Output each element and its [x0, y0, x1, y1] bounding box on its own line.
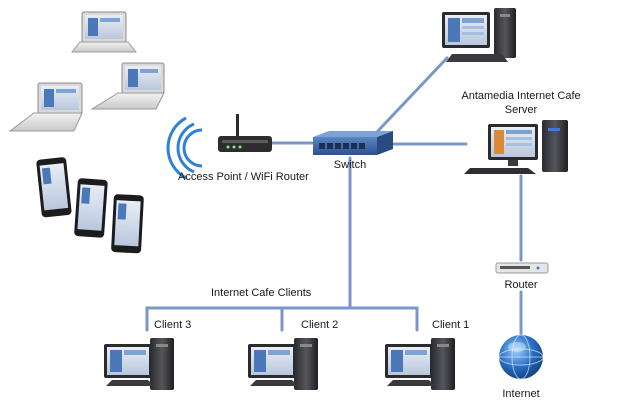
- laptop-icon: [8, 82, 83, 132]
- server-label-line1: Antamedia Internet Cafe: [461, 90, 580, 102]
- router-icon: [495, 262, 549, 274]
- client3-label: Client 3: [154, 319, 191, 331]
- router-label: Router: [504, 279, 537, 291]
- switch-label: Switch: [334, 159, 366, 171]
- laptop-icon: [70, 11, 138, 53]
- laptop-icon: [90, 62, 165, 110]
- tablet-icon: [74, 178, 108, 238]
- desktop-computer-icon: [104, 338, 174, 390]
- tablet-icon: [111, 194, 144, 254]
- link-switch-top-pc: [374, 56, 449, 135]
- connection-lines: [145, 56, 523, 337]
- desktop-computer-icon: [385, 338, 455, 390]
- globe-icon: [498, 334, 544, 380]
- server-computer-icon: [464, 120, 568, 174]
- server-label-line2: Server: [505, 104, 538, 116]
- network-switch-icon: [313, 131, 393, 155]
- desktop-computer-icon: [248, 338, 318, 390]
- desktop-computer-icon: [442, 8, 516, 62]
- tablet-icon: [36, 157, 72, 218]
- clients-group-label: Internet Cafe Clients: [211, 287, 312, 299]
- client1-label: Client 1: [432, 319, 469, 331]
- client2-label: Client 2: [301, 319, 338, 331]
- internet-label: Internet: [502, 388, 539, 400]
- access-point-label: Access Point / WiFi Router: [178, 171, 309, 183]
- wifi-router-icon: [166, 114, 272, 180]
